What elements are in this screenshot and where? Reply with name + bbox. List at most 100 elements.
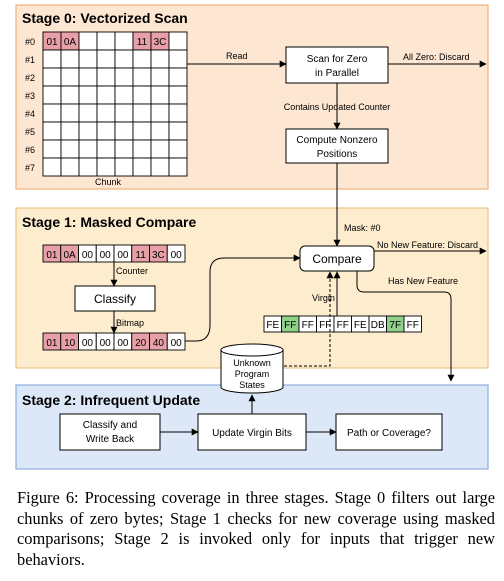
grid-row-label: #3 bbox=[25, 91, 35, 101]
grid-cell bbox=[78, 85, 98, 105]
compare-box bbox=[299, 245, 375, 272]
grid-cell bbox=[42, 85, 62, 105]
grid-cell bbox=[78, 31, 98, 51]
stage2-title: Stage 2: Infrequent Update bbox=[22, 392, 200, 408]
counter-cell-value: 00 bbox=[171, 250, 183, 261]
virgin-cell-value: FF bbox=[337, 320, 349, 331]
grid-cell bbox=[168, 49, 188, 69]
grid-cell bbox=[78, 139, 98, 159]
virgin-cell-value: DB bbox=[371, 320, 385, 331]
grid-cell bbox=[150, 121, 170, 141]
grid-row-label: #1 bbox=[25, 55, 35, 65]
virgin-cell bbox=[403, 315, 422, 333]
grid-cell bbox=[132, 121, 152, 141]
grid-row-label: #5 bbox=[25, 127, 35, 137]
virgin-cell-value: FE bbox=[354, 320, 367, 331]
compute-box-line2: Positions bbox=[317, 149, 358, 160]
virgin-cell-value: FF bbox=[407, 320, 419, 331]
counter-cell-value: 00 bbox=[117, 250, 129, 261]
counter-cell-value: 3C bbox=[152, 250, 165, 261]
compute-box-line1: Compute Nonzero bbox=[296, 135, 378, 146]
grid-cell bbox=[132, 157, 152, 177]
unknown-line1: Unknown bbox=[233, 358, 271, 368]
bitmap-cell-value: 10 bbox=[64, 338, 76, 349]
virgin-label: Virgin bbox=[312, 293, 335, 303]
compute-box bbox=[285, 128, 389, 164]
bitmap-cell-value: 01 bbox=[46, 338, 58, 349]
grid-cell-value: 01 bbox=[46, 37, 58, 48]
grid-cell bbox=[60, 103, 80, 123]
grid-cell bbox=[42, 103, 62, 123]
no-new-label: No New Feature: Discard bbox=[377, 240, 478, 250]
grid-cell bbox=[96, 157, 116, 177]
unknown-states-cylinder bbox=[220, 343, 284, 394]
path-coverage-box bbox=[335, 413, 443, 451]
virgin-cell-value: 7F bbox=[389, 320, 401, 331]
grid-cell bbox=[168, 121, 188, 141]
grid-cell bbox=[78, 121, 98, 141]
grid-cell bbox=[150, 49, 170, 69]
grid-cell bbox=[42, 67, 62, 87]
classify-box-label: Classify bbox=[94, 292, 136, 306]
virgin-cell-value: FF bbox=[319, 320, 331, 331]
grid-cell bbox=[168, 67, 188, 87]
grid-cell bbox=[150, 157, 170, 177]
has-new-arrow bbox=[356, 271, 455, 382]
grid-cell-value: 0A bbox=[64, 37, 77, 48]
grid-cell bbox=[78, 103, 98, 123]
grid-cell bbox=[132, 139, 152, 159]
counter-cell-value: 00 bbox=[100, 250, 112, 261]
bitmap-cell-value: 00 bbox=[171, 338, 183, 349]
scan-box bbox=[285, 46, 389, 84]
compare-box-label: Compare bbox=[312, 252, 362, 266]
grid-cell bbox=[42, 121, 62, 141]
bitmap-cell-value: 00 bbox=[117, 338, 129, 349]
grid-cell bbox=[114, 67, 134, 87]
grid-cell bbox=[168, 139, 188, 159]
mask-label: Mask: #0 bbox=[344, 223, 381, 233]
counter-cell-value: 01 bbox=[46, 250, 58, 261]
grid-row-label: #4 bbox=[25, 109, 35, 119]
grid-cell bbox=[78, 67, 98, 87]
grid-cell bbox=[168, 31, 188, 51]
bitmap-to-compare-arrow bbox=[185, 254, 301, 342]
grid-cell bbox=[150, 103, 170, 123]
unknown-line2: Program bbox=[235, 369, 270, 379]
classify-write-line2: Write Back bbox=[86, 434, 135, 445]
grid-row-label: #7 bbox=[25, 163, 35, 173]
grid-cell bbox=[60, 157, 80, 177]
classify-box bbox=[74, 285, 156, 312]
grid-cell bbox=[60, 139, 80, 159]
grid-cell bbox=[96, 103, 116, 123]
grid-cell bbox=[114, 121, 134, 141]
scan-box-line2: in Parallel bbox=[315, 68, 359, 79]
grid-cell bbox=[114, 31, 134, 51]
virgin-cell-value: FE bbox=[266, 320, 279, 331]
grid-cell bbox=[168, 103, 188, 123]
grid-cell bbox=[150, 139, 170, 159]
grid-row-label: #0 bbox=[25, 37, 35, 47]
grid-cell bbox=[60, 85, 80, 105]
grid-cell bbox=[60, 49, 80, 69]
grid-cell bbox=[42, 157, 62, 177]
virgin-cell-value: FF bbox=[302, 320, 314, 331]
stage0-title: Stage 0: Vectorized Scan bbox=[22, 10, 188, 26]
grid-cell bbox=[132, 103, 152, 123]
counter-cell-value: 00 bbox=[82, 250, 94, 261]
grid-cell bbox=[150, 67, 170, 87]
grid-cell bbox=[96, 67, 116, 87]
unknown-to-compare-dashed bbox=[284, 271, 334, 367]
grid-cell bbox=[114, 139, 134, 159]
contains-label: Contains Updated Counter bbox=[284, 102, 391, 112]
grid-cell bbox=[96, 49, 116, 69]
grid-cell bbox=[60, 121, 80, 141]
grid-cell bbox=[168, 85, 188, 105]
path-coverage-label: Path or Coverage? bbox=[347, 428, 431, 439]
grid-cell bbox=[96, 139, 116, 159]
read-label: Read bbox=[226, 51, 248, 61]
counter-cell-value: 0A bbox=[64, 250, 77, 261]
